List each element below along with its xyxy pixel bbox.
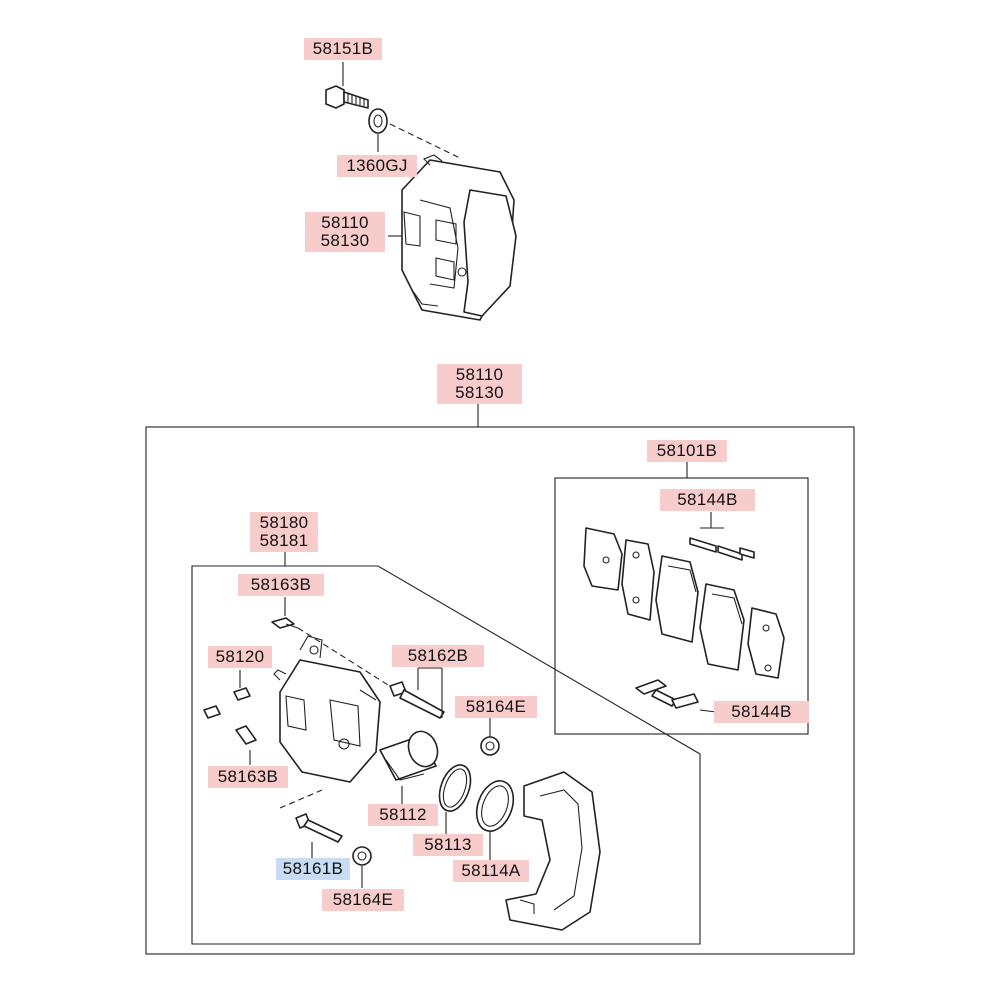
label-cap-bottom-58164E[interactable]: 58164E xyxy=(322,889,404,911)
caliper-top-drawing xyxy=(401,154,517,321)
label-piston-58112[interactable]: 58112 xyxy=(368,804,438,826)
label-caliper-top-58130[interactable]: 58130 xyxy=(305,230,385,252)
caliper-body-frame xyxy=(191,565,701,945)
label-guide-pin-58161B[interactable]: 58161B xyxy=(276,858,350,880)
pad-kit-frame xyxy=(554,477,809,735)
pad-clips-bottom-drawing xyxy=(635,679,717,713)
label-piston-seal-58113[interactable]: 58113 xyxy=(413,834,483,856)
bleeder-drawing xyxy=(203,670,251,719)
label-cap-right-58164E[interactable]: 58164E xyxy=(455,696,537,718)
label-pad-kit-58101B[interactable]: 58101B xyxy=(647,440,727,462)
caliper-bracket-drawing xyxy=(505,771,601,931)
label-assembly-58110[interactable]: 58110 xyxy=(437,364,522,386)
bolt-58151B-drawing xyxy=(325,85,369,109)
top-caliper-illustration xyxy=(325,62,517,321)
guide-pins-drawing xyxy=(389,667,445,719)
caliper-body-drawing xyxy=(273,635,381,783)
piston-seal-drawing xyxy=(438,764,472,834)
boot-drawing xyxy=(475,780,515,860)
label-pad-clip-top-58144B[interactable]: 58144B xyxy=(660,489,755,511)
label-guide-pin-kit-58162B[interactable]: 58162B xyxy=(392,645,484,667)
label-bleeder-bolt-bottom-58163B[interactable]: 58163B xyxy=(208,766,288,788)
cap-right-drawing xyxy=(480,718,500,756)
label-boot-58114A[interactable]: 58114A xyxy=(453,860,529,882)
assembly-frame xyxy=(145,426,855,955)
label-bolt-58151B[interactable]: 58151B xyxy=(304,38,382,60)
label-bleeder-bolt-top-58163B[interactable]: 58163B xyxy=(238,574,324,596)
label-washer-1360GJ[interactable]: 1360GJ xyxy=(337,155,417,177)
label-caliper-body-58180[interactable]: 58180 xyxy=(250,512,318,534)
piston-drawing xyxy=(379,730,439,806)
label-bleeder-58120[interactable]: 58120 xyxy=(208,646,272,668)
bleeder-bolt-bottom-drawing xyxy=(235,725,257,765)
label-pad-clip-bottom-58144B[interactable]: 58144B xyxy=(714,701,809,723)
pad-clips-top-drawing xyxy=(689,512,755,561)
brake-pads-drawing xyxy=(583,527,785,679)
label-caliper-top-58110[interactable]: 58110 xyxy=(305,212,385,234)
bleeder-bolt-top-drawing xyxy=(271,597,299,629)
guide-pin-bottom-drawing xyxy=(279,789,372,888)
label-assembly-58130[interactable]: 58130 xyxy=(437,382,522,404)
label-caliper-body-58181[interactable]: 58181 xyxy=(250,530,318,552)
washer-drawing xyxy=(368,108,388,134)
